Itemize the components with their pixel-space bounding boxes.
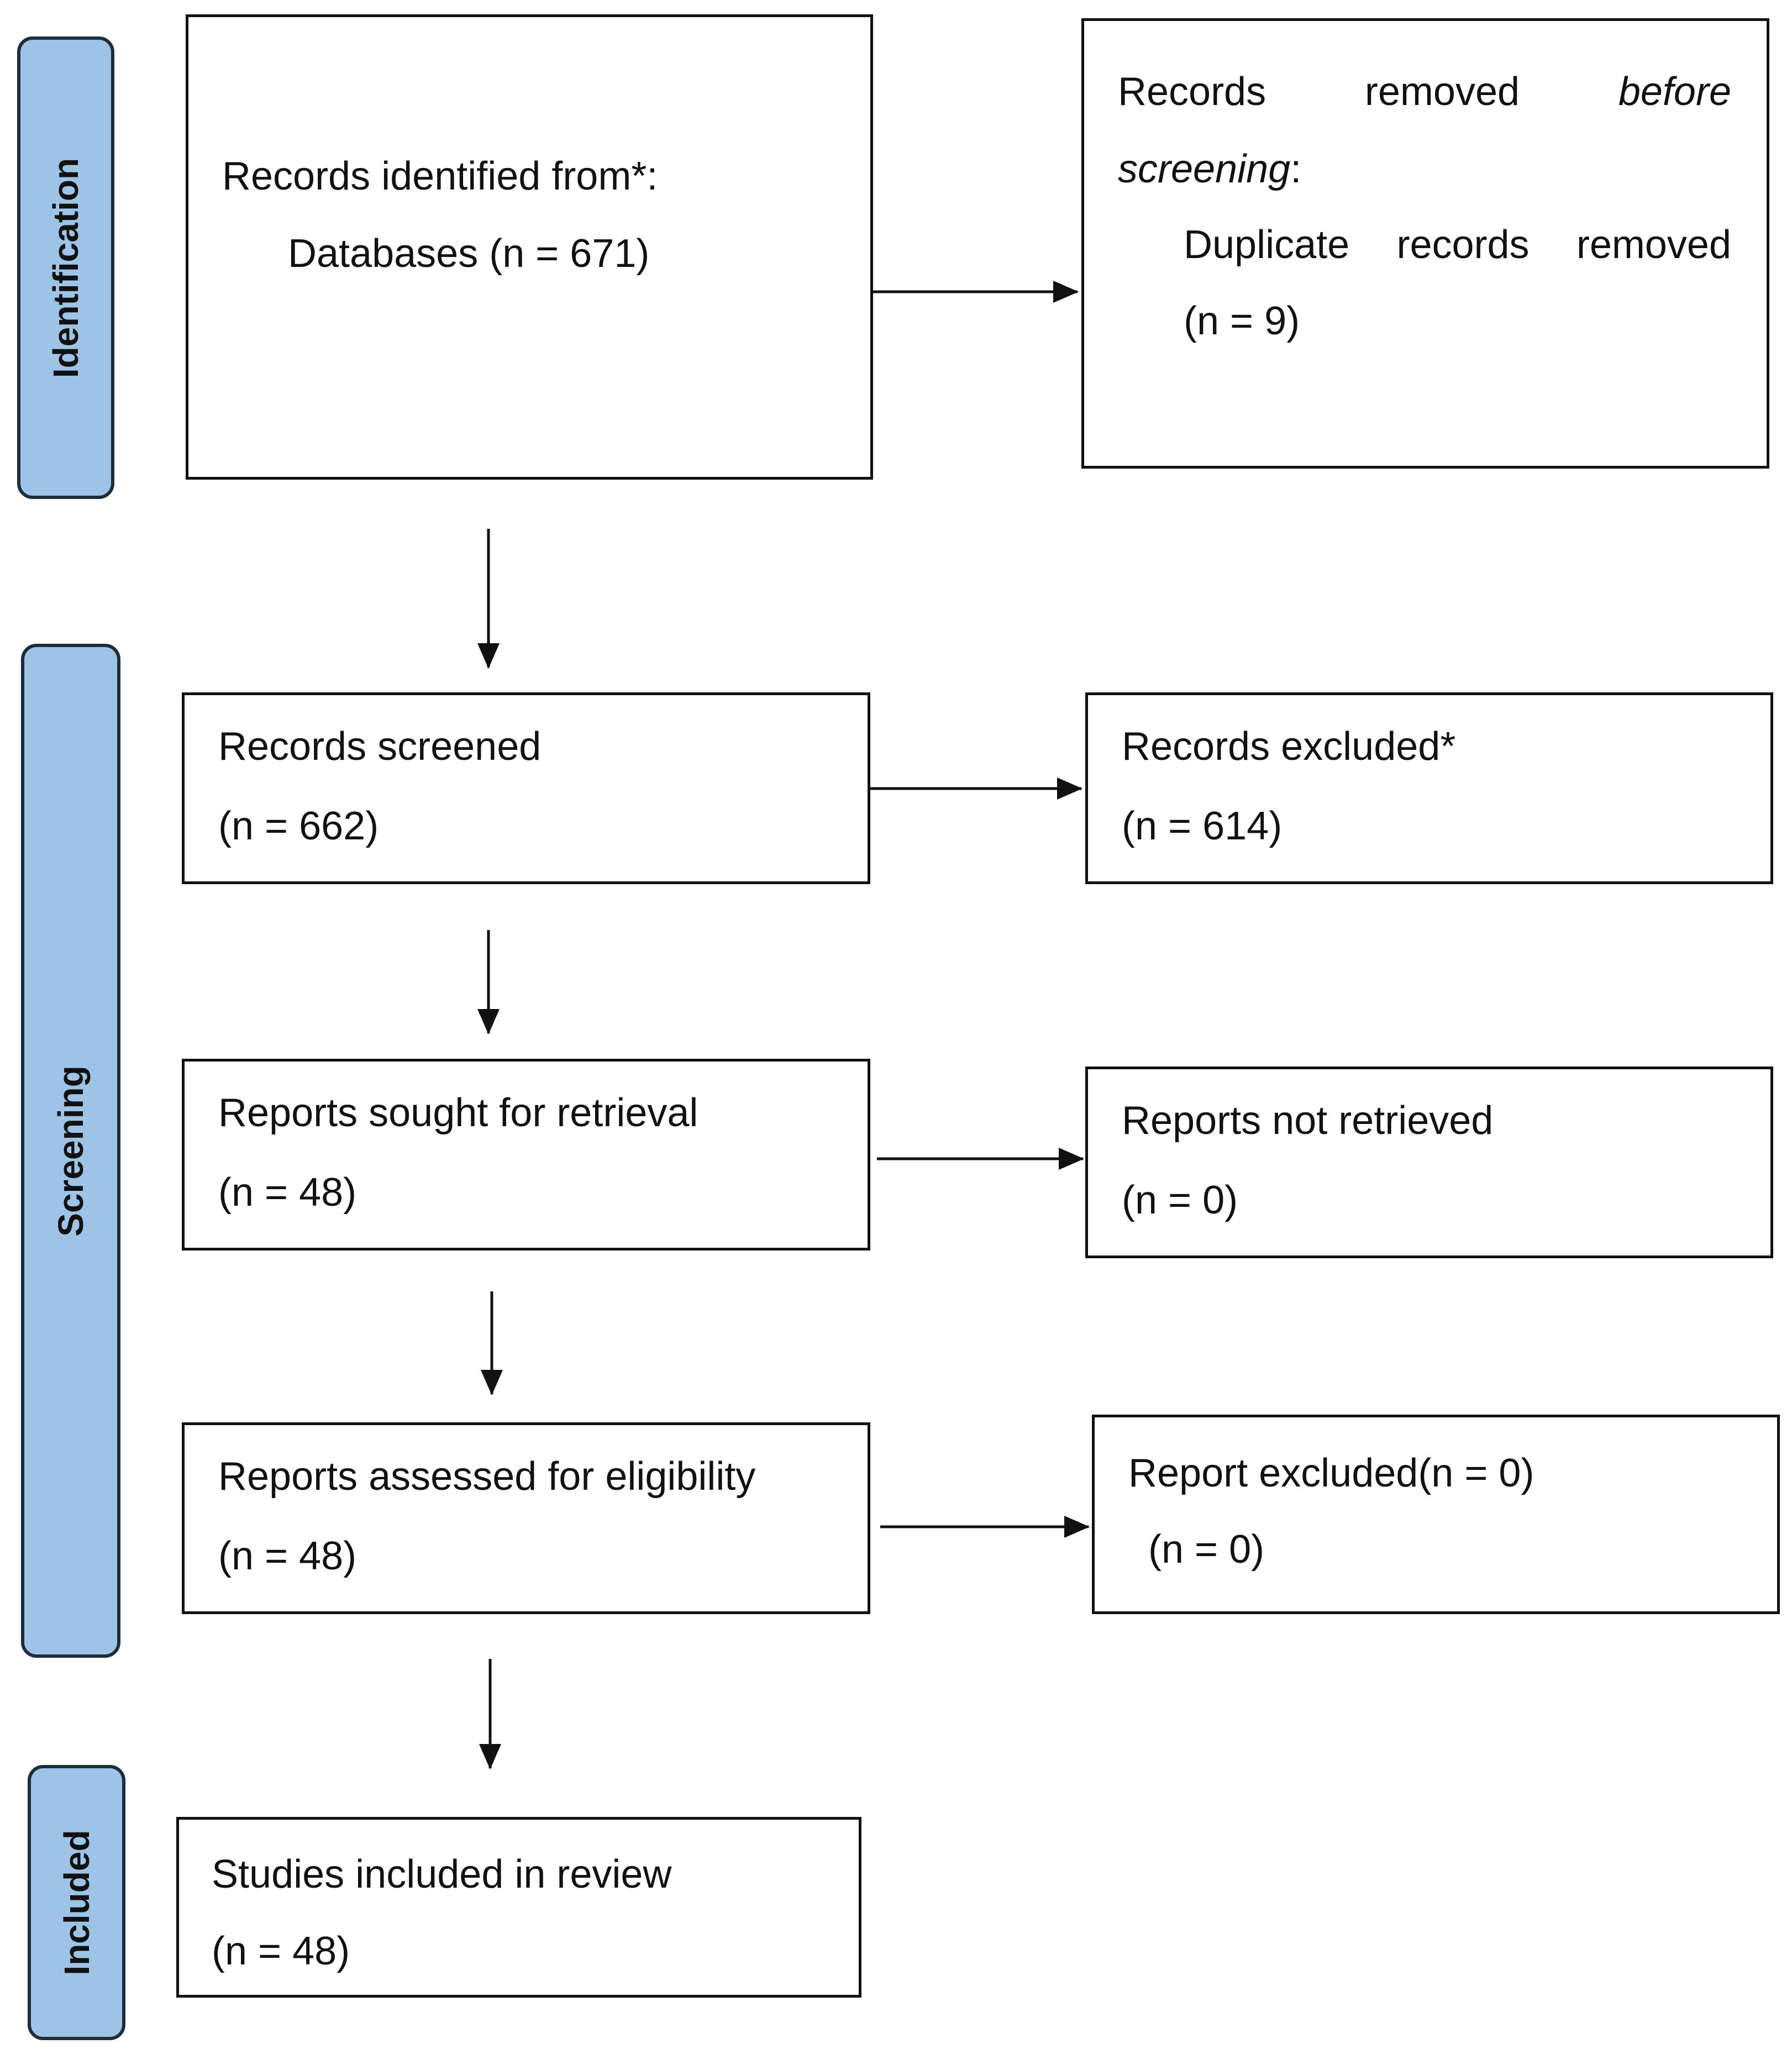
records-removed-word-4: screening	[1118, 147, 1291, 191]
report-excluded-box: Report excluded(n = 0) (n = 0)	[1092, 1415, 1780, 1614]
stage-screening: Screening	[21, 644, 120, 1658]
studies-included-title: Studies included in review	[212, 1852, 672, 1896]
reports-not-retrieved-box: Reports not retrieved (n = 0)	[1085, 1066, 1773, 1258]
records-excluded-title: Records excluded*	[1122, 724, 1456, 769]
reports-assessed-title: Reports assessed for eligibility	[218, 1454, 756, 1499]
reports-assessed-box: Reports assessed for eligibility (n = 48…	[182, 1422, 870, 1614]
records-removed-word-2: removed	[1364, 70, 1520, 114]
report-excluded-title: Report excluded(n = 0)	[1128, 1451, 1535, 1495]
records-removed-box: Records removed before screening: Duplic…	[1081, 18, 1769, 469]
report-excluded-count: (n = 0)	[1148, 1527, 1265, 1572]
records-removed-heading: Records removed before	[1118, 72, 1731, 112]
reports-assessed-count: (n = 48)	[218, 1534, 357, 1578]
duplicate-word-2: records	[1396, 223, 1530, 267]
stage-included-label: Included	[56, 1830, 97, 1976]
studies-included-box: Studies included in review (n = 48)	[176, 1817, 861, 1998]
records-removed-word-3: before	[1618, 70, 1731, 114]
reports-sought-count: (n = 48)	[218, 1170, 357, 1215]
records-removed-word-1: Records	[1118, 70, 1267, 114]
reports-sought-title: Reports sought for retrieval	[218, 1091, 698, 1135]
stage-included: Included	[28, 1765, 125, 2040]
reports-not-retrieved-count: (n = 0)	[1122, 1178, 1238, 1222]
records-identified-databases: Databases (n = 671)	[288, 232, 650, 276]
records-excluded-count: (n = 614)	[1122, 804, 1283, 848]
records-excluded-box: Records excluded* (n = 614)	[1085, 692, 1773, 884]
stage-identification: Identification	[17, 36, 114, 499]
duplicate-records-line: Duplicate records removed	[1184, 225, 1731, 265]
reports-sought-box: Reports sought for retrieval (n = 48)	[182, 1059, 870, 1251]
records-identified-box: Records identified from*: Databases (n =…	[186, 14, 873, 480]
records-identified-title: Records identified from*:	[222, 154, 658, 198]
records-screened-title: Records screened	[218, 724, 542, 769]
stage-identification-label: Identification	[46, 157, 86, 378]
stage-screening-label: Screening	[51, 1065, 91, 1237]
duplicate-records-count: (n = 9)	[1184, 299, 1300, 343]
records-removed-subheading: screening:	[1118, 149, 1301, 189]
studies-included-count: (n = 48)	[212, 1929, 350, 1973]
reports-not-retrieved-title: Reports not retrieved	[1122, 1099, 1494, 1143]
duplicate-word-3: removed	[1576, 223, 1731, 267]
records-screened-box: Records screened (n = 662)	[182, 692, 870, 884]
duplicate-word-1: Duplicate	[1184, 223, 1350, 267]
records-screened-count: (n = 662)	[218, 804, 379, 848]
records-removed-colon: :	[1290, 147, 1302, 191]
